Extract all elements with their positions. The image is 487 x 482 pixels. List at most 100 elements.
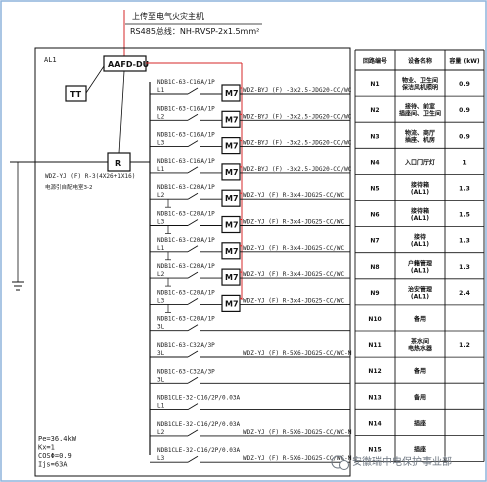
device-name: 插座、机房 xyxy=(405,136,435,144)
monitor-box xyxy=(221,137,241,155)
device-name: 物流、商厅 xyxy=(405,129,435,137)
phase-label: L3 xyxy=(157,219,165,226)
cable-spec: WDZ-YJ (F) R-5X6-JDG25-CC/WC-M xyxy=(243,429,352,436)
circuit-id: N1 xyxy=(370,81,379,88)
table-header: 回路编号 xyxy=(363,57,387,65)
monitor-label: M7 xyxy=(225,273,239,282)
phase-label: 3L xyxy=(157,324,165,331)
breaker-rating: NDB1CLE-32-C16/2P/0.03A xyxy=(157,421,240,428)
circuit-id: N5 xyxy=(370,185,379,192)
breaker-contact xyxy=(187,350,199,358)
circuit-id: N13 xyxy=(368,394,381,401)
device-name: 户籍管理 xyxy=(408,259,432,267)
breaker-rating: NDB1C-63-C20A/1P xyxy=(157,263,215,270)
monitor-label: M7 xyxy=(225,299,239,308)
device-name: 茶水间 xyxy=(410,338,429,346)
capacity: 0.9 xyxy=(459,133,470,140)
monitor-box xyxy=(221,189,241,207)
phase-label: L1 xyxy=(157,87,165,94)
cable-spec: WDZ-BYJ (F) -3x2.5-JDG20-CC/WC xyxy=(243,113,352,120)
breaker-contact xyxy=(187,219,199,226)
breaker-contact xyxy=(187,455,199,463)
breaker-contact xyxy=(187,403,199,410)
param-line: COSΦ=0.9 xyxy=(38,452,72,460)
monitor-box xyxy=(221,163,241,181)
watermark: 安徽瑞中电保护事业部 xyxy=(331,455,452,470)
device-name: 接待箱 xyxy=(410,207,429,215)
breaker-contact xyxy=(187,113,199,121)
circuit-id: N9 xyxy=(370,290,379,297)
ground-symbol xyxy=(12,162,24,291)
circuit-id: N8 xyxy=(370,264,379,271)
circuit-id: N12 xyxy=(368,368,381,375)
device-name: 备用 xyxy=(413,393,426,401)
device-name: (AL1) xyxy=(411,215,429,222)
phase-label: 3L xyxy=(157,350,165,357)
cable-spec: WDZ-YJ (F) R-3x4-JDG25-CC/WC xyxy=(243,245,345,252)
breaker-contact xyxy=(187,87,199,95)
phase-label: 3L xyxy=(157,376,165,383)
monitor-box xyxy=(221,242,241,260)
tt-aafd-link xyxy=(85,65,105,94)
capacity: 1.3 xyxy=(459,238,470,245)
breaker-rating: NDB1C-63-C32A/3P xyxy=(157,368,215,375)
phase-label: L1 xyxy=(157,403,165,410)
capacity: 2.4 xyxy=(459,290,470,297)
phase-label: L3 xyxy=(157,297,165,304)
cable-spec: WDZ-YJ (F) R-5X6-JDG25-CC/WC-M xyxy=(243,350,352,357)
breaker-rating: NDB1CLE-32-C16/2P/0.03A xyxy=(157,447,240,454)
breaker-contact xyxy=(187,140,199,147)
watermark-text: 安徽瑞中电保护事业部 xyxy=(352,455,452,468)
breaker-contact xyxy=(187,245,199,253)
monitor-label: M7 xyxy=(225,142,239,151)
breaker-rating: NDB1C-63-C16A/1P xyxy=(157,79,215,86)
monitor-box xyxy=(221,84,241,102)
monitor-box xyxy=(221,110,241,128)
capacity: 1.2 xyxy=(459,342,470,349)
header-line1: 上传至电气火灾主机 xyxy=(132,11,204,21)
device-name: 入口门厅灯 xyxy=(404,158,435,166)
breaker-rating: NDB1C-63-C16A/1P xyxy=(157,158,215,165)
capacity: 1.5 xyxy=(459,212,470,219)
monitor-label: M7 xyxy=(225,115,239,124)
breaker-contact xyxy=(187,298,199,305)
device-name: 备用 xyxy=(413,315,426,323)
aafd-label: AAFD-DU xyxy=(108,60,149,69)
breaker-rating: NDB1C-63-C20A/1P xyxy=(157,316,215,323)
monitor-box xyxy=(221,294,241,312)
r-aafd-link xyxy=(118,70,125,154)
breaker-rating: NDB1C-63-C20A/1P xyxy=(157,211,215,218)
breaker-contact xyxy=(187,271,199,279)
device-name: 插座间、卫生间 xyxy=(399,110,441,118)
param-line: Kx=1 xyxy=(38,444,55,452)
device-name: 电热水器 xyxy=(408,345,433,353)
breaker-rating: NDB1C-63-C16A/1P xyxy=(157,132,215,139)
breaker-rating: NDB1C-63-C20A/1P xyxy=(157,289,215,296)
breaker-rating: NDB1C-63-C32A/3P xyxy=(157,342,215,349)
table-header: 设备名称 xyxy=(408,57,432,65)
tt-box xyxy=(65,85,87,102)
monitor-box xyxy=(221,268,241,286)
wechat-icon-inner xyxy=(339,460,349,470)
device-name: (AL1) xyxy=(411,267,429,274)
monitor-label: M7 xyxy=(225,247,239,256)
device-name: (AL1) xyxy=(411,293,429,300)
capacity: 1.3 xyxy=(459,185,470,192)
